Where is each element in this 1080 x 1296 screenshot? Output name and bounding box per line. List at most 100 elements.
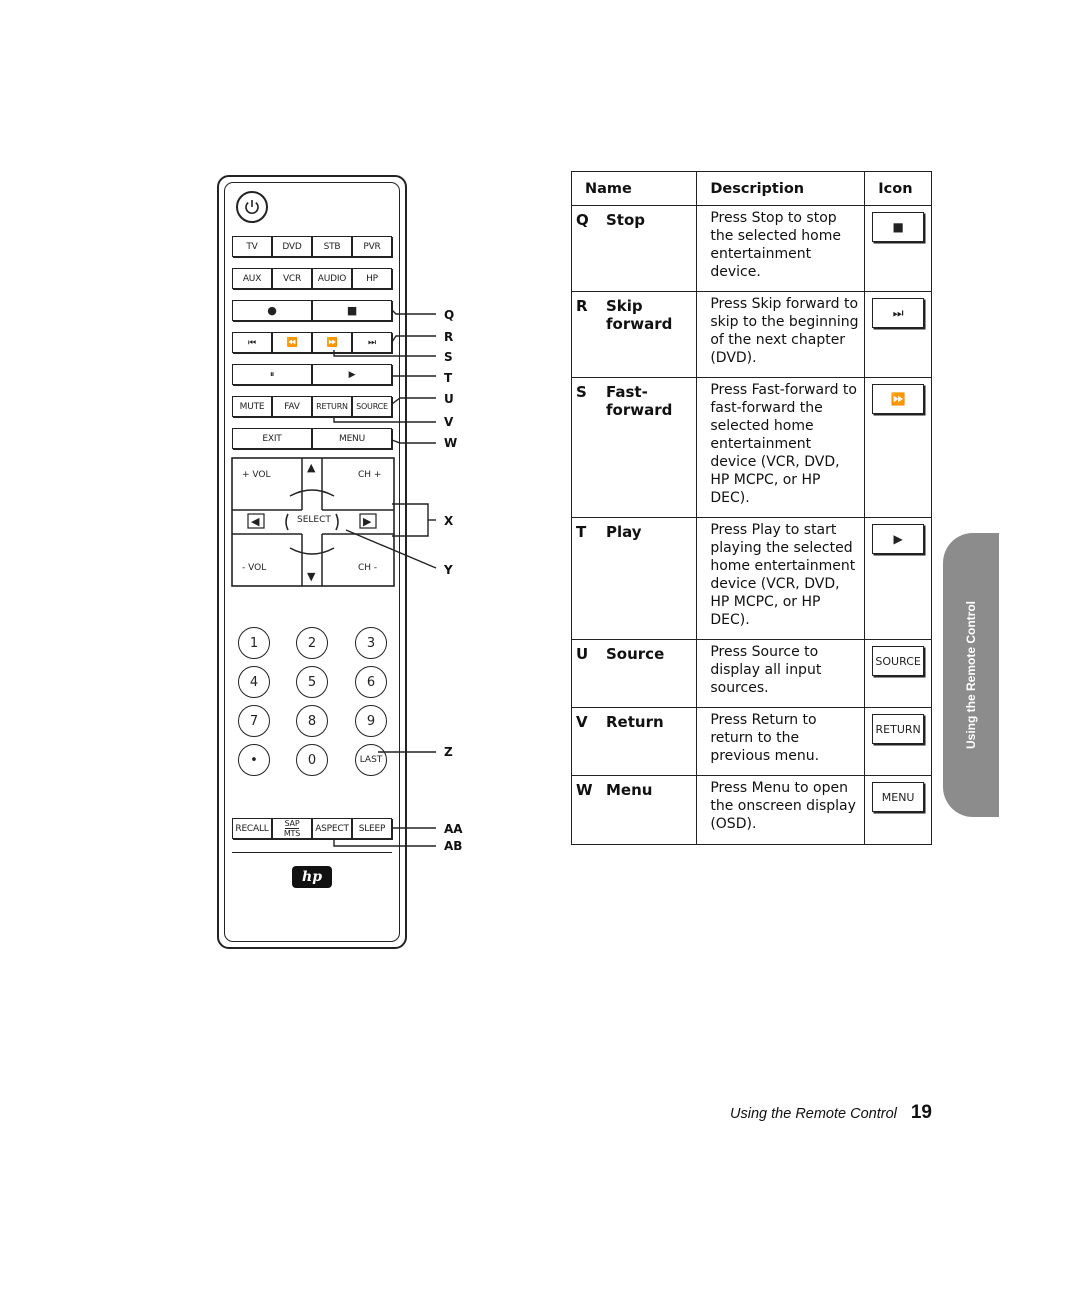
callout-ab: AB [444,839,463,853]
dpad-cross-graphic [231,457,395,587]
audio-button: AUDIO [312,268,352,289]
vcr-button: VCR [272,268,312,289]
down-arrow-icon: ▼ [307,570,316,583]
description-cell: Press Skip forward to skip to the beginn… [696,291,866,378]
ch-up-label: CH + [358,470,382,480]
icon-cell: RETURN [864,707,932,776]
menu-button: MENU [312,428,392,449]
callout-s: S [444,350,453,364]
row-name: Play [606,523,642,541]
left-arrow-icon: ◀ [251,515,260,528]
row-letter: Q [576,211,589,229]
description-cell: Press Stop to stop the selected home ent… [696,205,866,292]
up-arrow-icon: ▲ [307,461,316,474]
row-letter: V [576,713,588,731]
ch-down-label: CH - [358,563,378,573]
exit-button: EXIT [232,428,312,449]
aux-button: AUX [232,268,272,289]
pause-button: ⏸ [232,364,312,385]
row-description: Press Return to return to the previous m… [710,712,820,764]
name-cell: V Return [570,707,698,776]
fav-button: FAV [272,396,312,417]
header-description: Description [696,171,866,206]
key-5: 5 [296,666,328,698]
fast-forward-icon: ⏩ [872,384,925,414]
row-description: Press Source to display all input source… [710,644,822,696]
row-description: Press Menu to open the onscreen display … [710,780,856,832]
icon-cell: MENU [864,775,932,845]
table-row: Q Stop Press Stop to stop the selected ho… [570,205,932,292]
skip-forward-button: ⏭ [352,332,392,353]
sap-label: SAP [284,819,300,829]
key-3: 3 [355,627,387,659]
remote-inner-outline [224,182,400,942]
header-icon: Icon [864,171,932,206]
callout-t: T [444,371,453,385]
mute-button: MUTE [232,396,272,417]
skip-back-button: ⏮ [232,332,272,353]
table-row: V Return Press Return to return to the pr… [570,707,932,776]
callout-v: V [444,415,454,429]
return-button: RETURN [312,396,352,417]
row-name: Stop [606,211,646,229]
remote-control-illustration [217,175,407,949]
key-7: 7 [238,705,270,737]
icon-cell: ⏩ [864,377,932,518]
icon-cell: ▶ [864,517,932,640]
callout-z: Z [444,745,453,759]
pvr-button: PVR [352,236,392,257]
callout-u: U [444,392,454,406]
fast-forward-button: ⏩ [312,332,352,353]
row-name: Source [606,645,665,663]
right-arrow-icon: ▶ [363,515,372,528]
callout-lines [333,309,437,847]
return-icon: RETURN [872,714,925,744]
select-label: SELECT [297,515,331,525]
hp-logo: hp [292,866,332,888]
sleep-button: SLEEP [352,818,392,839]
recall-button: RECALL [232,818,272,839]
key-last: LAST [355,744,387,776]
source-icon: SOURCE [872,646,925,676]
callout-q: Q [444,308,455,322]
table-header-row: Name Description Icon [570,171,932,206]
menu-icon: MENU [872,782,925,812]
description-cell: Press Return to return to the previous m… [696,707,866,776]
aspect-button: ASPECT [312,818,352,839]
button-description-table: Name Description Icon Q Stop Press Stop t… [570,171,932,845]
key-9: 9 [355,705,387,737]
rewind-button: ⏪ [272,332,312,353]
row-name: Skip forward [606,297,673,333]
play-icon: ▶ [872,524,925,554]
row-letter: S [576,383,587,401]
row-description: Press Stop to stop the selected home ent… [710,210,841,280]
tv-button: TV [232,236,272,257]
play-button: ▶ [312,364,392,385]
row-name: Return [606,713,664,731]
row-description: Press Play to start playing the selected… [710,522,856,628]
header-name: Name [570,171,698,206]
skip-forward-icon: ⏭ [872,298,925,328]
key-8: 8 [296,705,328,737]
description-cell: Press Menu to open the onscreen display … [696,775,866,845]
row-description: Press Fast-forward to fast-forward the s… [710,382,857,506]
row-description: Press Skip forward to skip to the beginn… [710,296,859,366]
source-button: SOURCE [352,396,392,417]
description-cell: Press Fast-forward to fast-forward the s… [696,377,866,518]
stb-button: STB [312,236,352,257]
icon-cell: ■ [864,205,932,292]
key-0: 0 [296,744,328,776]
description-cell: Press Source to display all input source… [696,639,866,708]
page-number: 19 [910,1102,932,1123]
mts-label: MTS [283,829,301,838]
